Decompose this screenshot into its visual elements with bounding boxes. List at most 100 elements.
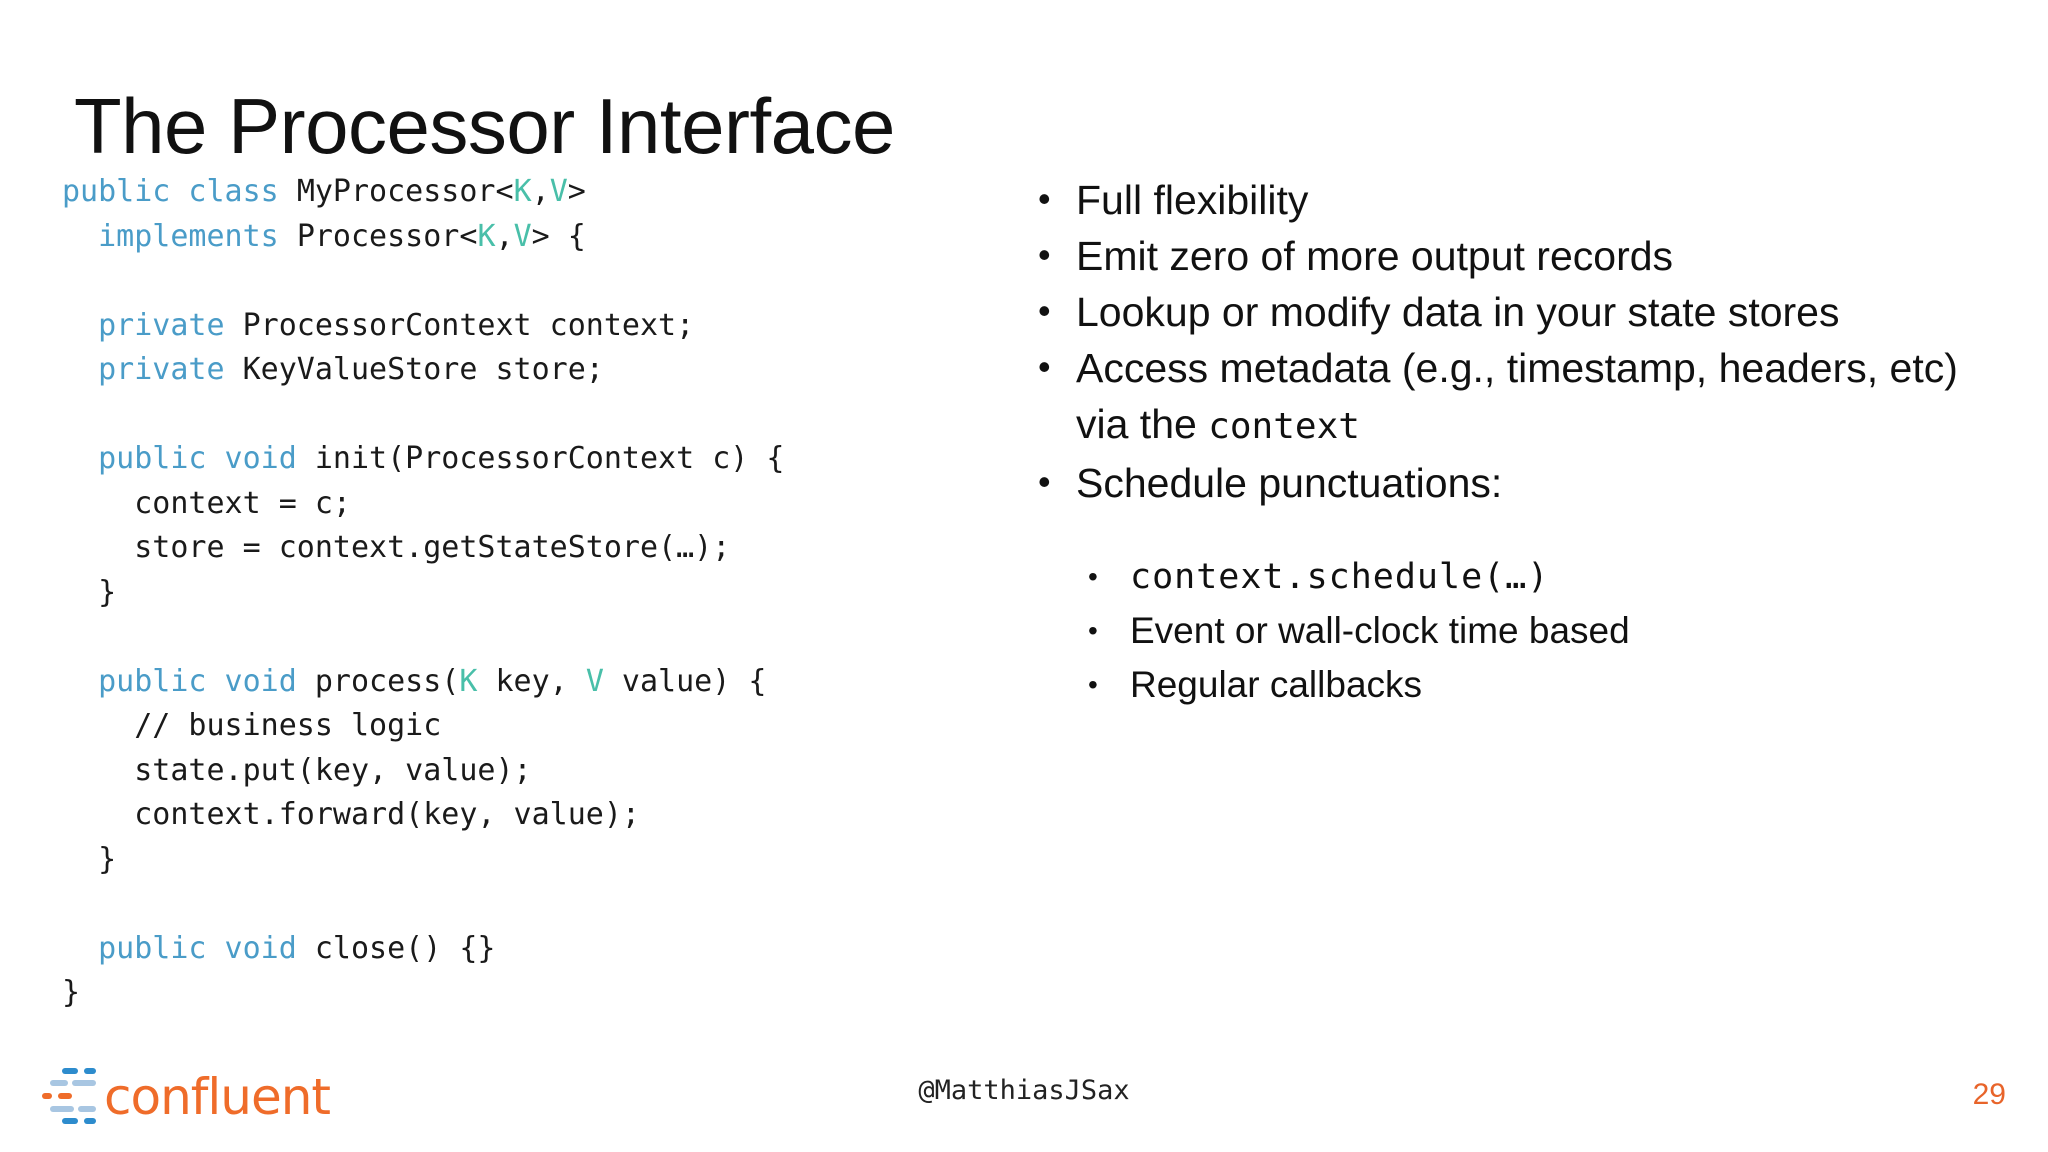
- code-token: K: [477, 218, 496, 254]
- code-token: // business logic: [62, 708, 442, 743]
- code-token: V: [585, 663, 604, 699]
- code-token: [62, 352, 98, 387]
- code-token: ProcessorContext context;: [242, 307, 695, 343]
- code-token: value) {: [603, 663, 767, 699]
- bullet-group: • Access metadata (e.g., timestamp, heade…: [1030, 340, 1960, 455]
- list-item: • Lookup or modify data in your state sto…: [1030, 284, 1960, 340]
- logo-dash: [78, 1106, 96, 1112]
- code-token: }: [62, 975, 81, 1010]
- code-token: K: [459, 663, 478, 699]
- logo-dash: [50, 1080, 68, 1086]
- sub-list-item-label: Event or wall-clock time based: [1130, 610, 1630, 651]
- list-item-text: Lookup or modify data in your state stor…: [1076, 289, 1840, 335]
- code-token: Processor<: [296, 218, 478, 254]
- bullet-marker-icon: •: [1038, 461, 1051, 502]
- code-token: >: [567, 174, 586, 209]
- logo-dash: [62, 1068, 78, 1074]
- code-token: ,: [495, 218, 514, 254]
- list-item: • Access metadata (e.g., timestamp, heade…: [1030, 340, 1960, 455]
- confluent-logo: confluent: [40, 1062, 331, 1132]
- list-item: • Full flexibility: [1030, 172, 1960, 228]
- code-snippet: public class MyProcessor<K,V> implements…: [62, 170, 992, 1016]
- list-item: • Schedule punctuations:: [1030, 455, 1960, 511]
- code-token: [62, 308, 98, 343]
- code-token: [62, 931, 98, 966]
- logo-dash: [84, 1068, 96, 1074]
- logo-dash: [58, 1093, 72, 1099]
- logo-dash: [84, 1118, 96, 1124]
- list-item-text: Access metadata (e.g., timestamp, header…: [1076, 345, 1958, 447]
- confluent-logo-mark-icon: [40, 1064, 102, 1130]
- code-line: }: [62, 838, 992, 883]
- code-token: public void: [98, 663, 315, 699]
- page-title: The Processor Interface: [74, 82, 895, 171]
- list-item-text: Emit zero of more output records: [1076, 233, 1674, 279]
- sub-list-item: • Event or wall-clock time based: [1088, 605, 1960, 657]
- code-line: public void process(K key, V value) {: [62, 660, 992, 705]
- inline-code: context.schedule(…): [1130, 557, 1550, 597]
- list-item-label: Access metadata (e.g., timestamp, header…: [1076, 340, 1960, 455]
- code-line: store = context.getStateStore(…);: [62, 526, 992, 571]
- sub-bullet-marker-icon: •: [1088, 669, 1098, 700]
- code-line: [62, 393, 992, 438]
- confluent-logo-wordmark: confluent: [104, 1068, 331, 1126]
- list-item-label: Schedule punctuations:: [1076, 455, 1960, 511]
- code-token: private: [98, 352, 243, 387]
- code-token: context.forward(key, value);: [62, 797, 640, 832]
- page-number: 29: [1972, 1078, 2006, 1111]
- code-token: }: [62, 574, 117, 610]
- code-token: ,: [531, 174, 550, 209]
- author-handle: @MatthiasJSax: [918, 1075, 1130, 1106]
- code-line: public void close() {}: [62, 927, 992, 972]
- code-line: context = c;: [62, 482, 992, 527]
- code-token: process(: [314, 663, 460, 699]
- list-item-text: Schedule punctuations:: [1076, 460, 1503, 506]
- code-line: // business logic: [62, 704, 992, 749]
- code-line: [62, 882, 992, 927]
- list-item-label: Emit zero of more output records: [1076, 228, 1960, 284]
- code-line: implements Processor<K,V> {: [62, 215, 992, 260]
- list-item-label: Lookup or modify data in your state stor…: [1076, 284, 1960, 340]
- bullet-marker-icon: •: [1038, 178, 1051, 219]
- list-item-label: Full flexibility: [1076, 172, 1960, 228]
- inline-code: context: [1208, 406, 1360, 447]
- sub-bullet-marker-icon: •: [1088, 561, 1098, 592]
- code-line: }: [62, 571, 992, 616]
- sub-list: • context.schedule(…) • Event or wall-clock…: [1030, 551, 1960, 711]
- code-token: K: [513, 174, 532, 209]
- code-token: [62, 664, 98, 699]
- code-token: > {: [531, 218, 586, 254]
- code-line: public class MyProcessor<K,V>: [62, 170, 992, 215]
- code-line: state.put(key, value);: [62, 749, 992, 794]
- code-token: [62, 441, 98, 476]
- code-line: [62, 615, 992, 660]
- logo-dash: [72, 1080, 96, 1086]
- code-line: context.forward(key, value);: [62, 793, 992, 838]
- list-item-text: Full flexibility: [1076, 177, 1309, 223]
- bullet-group: • Full flexibility: [1030, 172, 1960, 228]
- code-token: public void: [98, 930, 315, 966]
- code-token: private: [98, 307, 243, 343]
- code-token: MyProcessor<: [296, 174, 514, 209]
- code-token: V: [513, 218, 532, 254]
- code-line: [62, 259, 992, 304]
- bullet-marker-icon: •: [1038, 346, 1051, 387]
- code-token: }: [62, 841, 117, 877]
- code-token: V: [549, 174, 568, 209]
- code-line: }: [62, 971, 992, 1016]
- sub-list-item: •Regular callbacks: [1088, 659, 1960, 711]
- code-token: KeyValueStore store;: [242, 352, 604, 387]
- code-token: implements: [98, 218, 297, 254]
- sub-bullet-marker-icon: •: [1088, 615, 1098, 646]
- code-token: key,: [477, 663, 586, 699]
- bullet-marker-icon: •: [1038, 290, 1051, 331]
- code-token: public class: [62, 174, 297, 209]
- sub-list-item: • context.schedule(…): [1088, 551, 1960, 603]
- code-token: public void: [98, 441, 315, 476]
- logo-dash: [42, 1093, 52, 1099]
- code-line: private ProcessorContext context;: [62, 304, 992, 349]
- code-token: context = c;: [62, 485, 351, 521]
- bullet-group: • Lookup or modify data in your state sto…: [1030, 284, 1960, 340]
- code-token: [62, 219, 98, 254]
